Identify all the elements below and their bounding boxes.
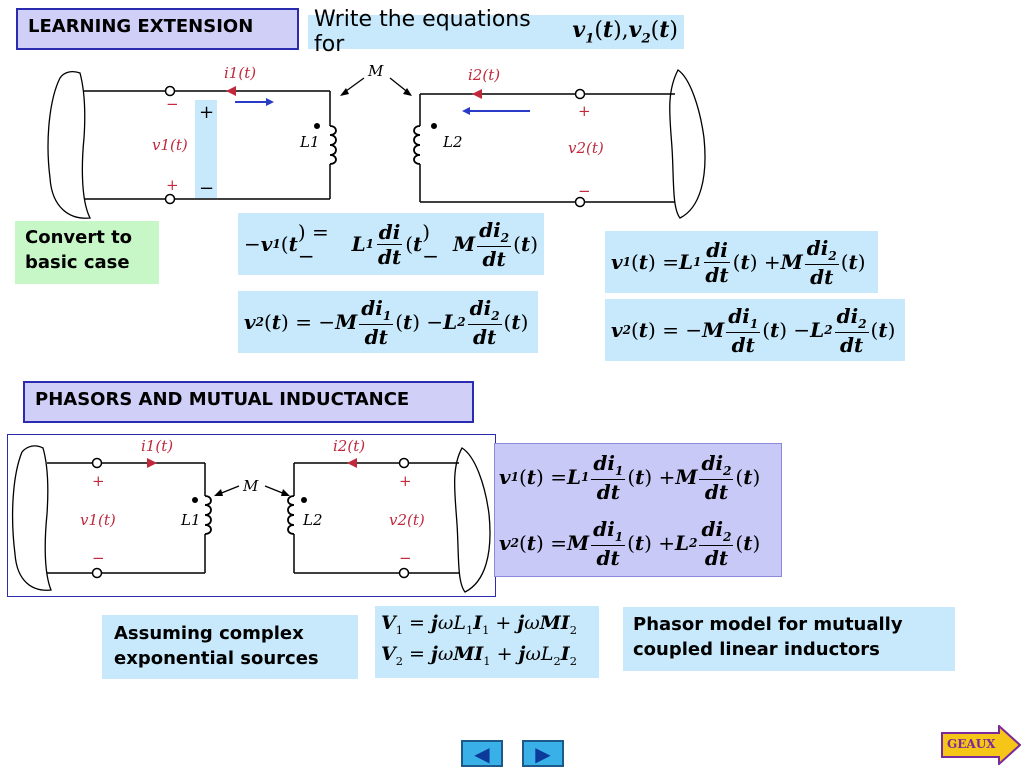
minus-bottom-right-circuit: − xyxy=(399,549,412,567)
coupled-inductor-circuit-top xyxy=(47,69,706,219)
L1-label-top: L1 xyxy=(300,133,320,151)
assuming-box: Assuming complex exponential sources xyxy=(102,615,358,679)
section-title-text: LEARNING EXTENSION xyxy=(28,16,254,37)
phasor-eq-2: V2 = jωMI1 + jωL2I2 xyxy=(381,643,577,668)
minus-bottom-right: − xyxy=(578,182,591,200)
plus-bottom-left-circuit: + xyxy=(92,472,105,490)
assuming-line2: exponential sources xyxy=(114,648,319,670)
minus-bottom-left-circuit: − xyxy=(92,549,105,567)
next-arrow-icon: ▶ xyxy=(535,741,551,766)
plus-bottom-right-circuit: + xyxy=(399,472,412,490)
prev-arrow-icon: ◀ xyxy=(474,741,490,766)
i2-label-bottom: i2(t) xyxy=(333,437,366,455)
L2-label-top: L2 xyxy=(443,133,463,151)
prev-slide-button[interactable]: ◀ xyxy=(461,740,503,767)
phasor-model-line1: Phasor model for mutually xyxy=(633,614,903,635)
instruction-box: Write the equations for v1(t),v2(t) xyxy=(308,7,684,57)
v1-label-bottom: v1(t) xyxy=(80,511,116,529)
assuming-line1: Assuming complex xyxy=(114,623,304,644)
convert-line1: Convert to xyxy=(25,227,133,248)
mutual-label-top: M xyxy=(368,62,384,80)
geaux-button-label[interactable]: GEAUX xyxy=(947,737,996,751)
v2-label-bottom: v2(t) xyxy=(389,511,425,529)
phasor-model-box: Phasor model for mutually coupled linear… xyxy=(623,607,955,671)
plus-bottom-left: + xyxy=(166,176,179,194)
convert-line2: basic case xyxy=(25,252,130,274)
geaux-arrow-icon[interactable] xyxy=(941,725,1021,765)
instruction-math: v1(t),v2(t) xyxy=(572,17,678,47)
phasor-eq-1: V1 = jωL1I1 + jωMI2 xyxy=(381,612,577,637)
section-title-learning-extension: LEARNING EXTENSION xyxy=(16,8,299,50)
section2-title-text: PHASORS AND MUTUAL INDUCTANCE xyxy=(35,389,410,410)
plus-blue-bar: + xyxy=(199,102,215,123)
v1-label-top: v1(t) xyxy=(152,136,188,154)
instruction-text: Write the equations for xyxy=(314,7,531,57)
phasor-model-line2: coupled linear inductors xyxy=(633,639,880,661)
i1-label-top: i1(t) xyxy=(224,64,257,82)
mutual-label-bottom: M xyxy=(243,477,259,495)
section-title-phasors: PHASORS AND MUTUAL INDUCTANCE xyxy=(23,381,474,423)
i1-label-bottom: i1(t) xyxy=(141,437,174,455)
minus-top-left: − xyxy=(166,95,179,113)
L2-label-bottom: L2 xyxy=(303,511,323,529)
v2-label-top: v2(t) xyxy=(568,139,604,157)
L1-label-bottom: L1 xyxy=(181,511,201,529)
plus-top-right: + xyxy=(578,102,591,120)
i2-label-top: i2(t) xyxy=(468,66,501,84)
minus-blue-bar: − xyxy=(199,178,215,199)
convert-box: Convert to basic case xyxy=(15,221,159,284)
phasor-equations-box: V1 = jωL1I1 + jωMI2 V2 = jωMI1 + jωL2I2 xyxy=(375,606,599,678)
coupled-inductor-circuit-bottom xyxy=(7,434,496,597)
next-slide-button[interactable]: ▶ xyxy=(522,740,564,767)
